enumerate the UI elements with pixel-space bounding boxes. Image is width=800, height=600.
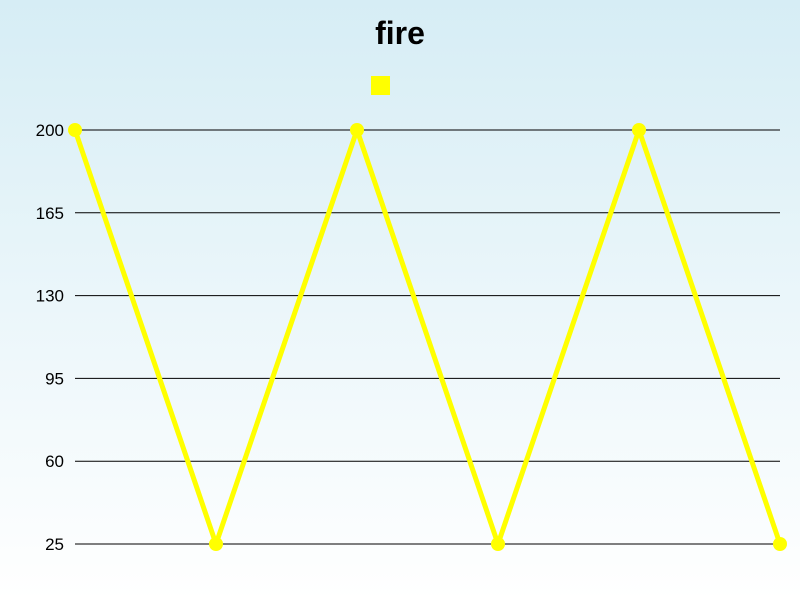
data-point xyxy=(491,537,505,551)
y-tick-label: 95 xyxy=(45,369,64,388)
y-axis: 200 165 130 95 60 25 xyxy=(36,121,64,554)
y-tick-label: 130 xyxy=(36,287,64,306)
y-tick-label: 165 xyxy=(36,204,64,223)
legend-swatch xyxy=(371,76,390,95)
data-point xyxy=(632,123,646,137)
y-tick-label: 25 xyxy=(45,535,64,554)
series-line xyxy=(72,127,783,547)
data-point xyxy=(350,123,364,137)
y-tick-label: 60 xyxy=(45,452,64,471)
data-point xyxy=(773,537,787,551)
grid-lines xyxy=(75,129,780,545)
data-point xyxy=(209,537,223,551)
chart-title: fire xyxy=(375,15,425,51)
y-tick-label: 200 xyxy=(36,121,64,140)
data-point xyxy=(68,123,82,137)
data-points xyxy=(68,123,787,551)
